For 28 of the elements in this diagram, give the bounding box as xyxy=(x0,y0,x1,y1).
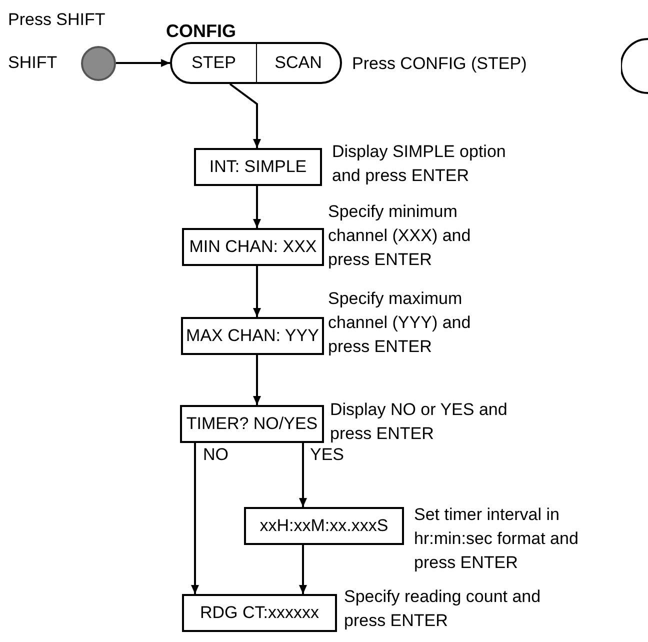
edge-label: NO xyxy=(202,446,230,463)
instruction-text: Press CONFIG (STEP) xyxy=(352,53,528,75)
instruction-text: Display NO or YES and press ENTER xyxy=(330,399,508,445)
display-box: TIMER? NO/YES xyxy=(180,405,324,443)
instruction-text: Specify maximum channel (YYY) and press ENTER xyxy=(328,288,472,358)
arrow xyxy=(299,545,307,594)
arrow xyxy=(299,443,307,507)
arrow xyxy=(253,186,261,228)
arrow xyxy=(229,83,261,148)
display-box: xxH:xxM:xx.xxxS xyxy=(244,507,404,545)
instruction-text: Set timer interval in hr:min:sec format and press ENTER xyxy=(414,504,580,574)
display-box: INT: SIMPLE xyxy=(194,148,322,186)
instruction-text: Specify reading count and press ENTER xyxy=(344,586,542,632)
arrow xyxy=(253,355,261,405)
display-box: MIN CHAN: XXX xyxy=(182,228,324,266)
instruction-text: Specify minimum channel (XXX) and press ENTER xyxy=(328,201,472,271)
key-heading: CONFIG xyxy=(166,20,236,43)
key-label: STEP xyxy=(190,52,237,74)
instruction-text: Display SIMPLE option and press ENTER xyxy=(332,141,507,187)
key-label: SCAN xyxy=(256,44,340,82)
arrow xyxy=(253,266,261,317)
arrow xyxy=(191,443,199,594)
display-box: RDG CT:xxxxxx xyxy=(182,594,337,632)
edge-label: YES xyxy=(309,446,346,463)
key-label: SHIFT xyxy=(8,52,58,74)
arrow xyxy=(116,59,170,67)
instruction-text: Press SHIFT xyxy=(8,9,106,31)
display-box: MAX CHAN: YYY xyxy=(181,317,324,355)
